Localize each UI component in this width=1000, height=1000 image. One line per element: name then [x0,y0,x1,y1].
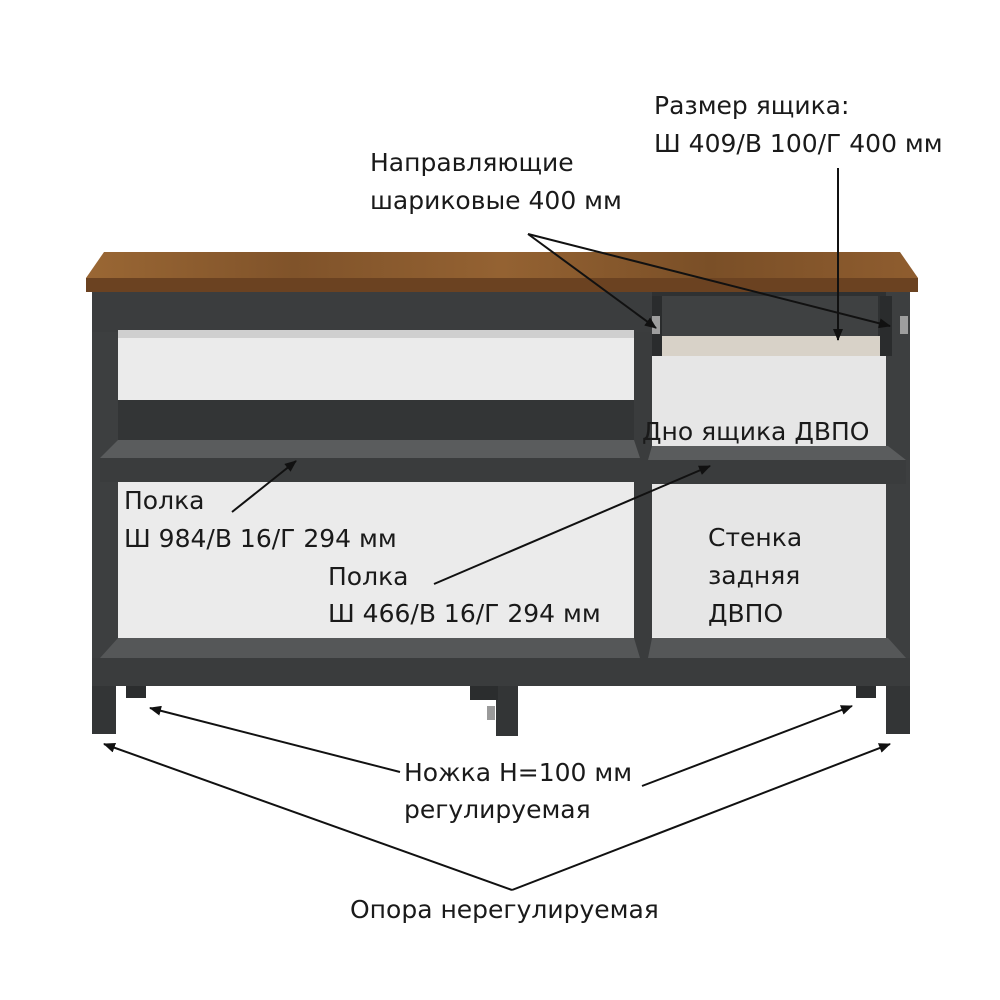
arrow-leg-left [149,705,401,773]
bottom-panel-top [100,638,640,658]
back-wall-line1: Стенка [708,523,803,552]
leg-adjuster [487,706,495,720]
leg-label-line2: регулируемая [404,795,591,824]
shelf-large-size: Ш 984/В 16/Г 294 мм [124,524,397,553]
shelf-small-front [648,460,906,484]
guides-label-line1: Направляющие [370,148,574,177]
leg-back-right [856,686,876,698]
drawer-size-value: Ш 409/В 100/Г 400 мм [654,129,943,158]
support-label: Опора нерегулируемая [350,895,659,924]
arrow-support-left [103,742,513,891]
arrow-guides-left [527,233,657,329]
arrow-support-right [511,743,891,891]
shelf-large-front [100,458,640,482]
worktop-front [86,278,918,292]
shelf-large-title: Полка [124,486,205,515]
leg-back-center [470,686,498,700]
shelf-small-title: Полка [328,562,409,591]
drawer-bottom-panel [652,336,892,356]
drawer-inner [662,296,878,336]
guides-label-line2: шариковые 400 мм [370,186,622,215]
back-wall-line3: ДВПО [708,599,784,628]
leg-front-center [496,686,518,736]
bottom-panel-top-right [648,638,906,658]
shelf-small-size: Ш 466/В 16/Г 294 мм [328,599,601,628]
back-panel-right [652,355,888,637]
leg-front-left [92,686,116,734]
arrow-leg-right [641,705,853,787]
back-wall-line2: задняя [708,561,801,590]
shelf-large-back [118,400,634,442]
top-rail [92,290,652,332]
worktop-top [86,252,918,278]
shelf-small-top [648,446,906,460]
leg-back-left [126,686,146,698]
leg-front-right [886,686,910,734]
arrow-shelf-large [231,460,297,513]
opening-shadow [118,330,634,338]
bottom-panel-front [92,658,910,686]
arrow-guides-right [527,233,891,329]
drawer-bottom-label: Дно ящика ДВПО [642,417,870,446]
shelf-large-top [100,440,640,458]
left-side-panel [92,290,118,685]
drawer-size-title: Размер ящика: [654,91,850,120]
leg-label-line1: Ножка Н=100 мм [404,758,633,787]
guide-rail-right [900,316,908,334]
arrow-shelf-small [433,465,711,585]
